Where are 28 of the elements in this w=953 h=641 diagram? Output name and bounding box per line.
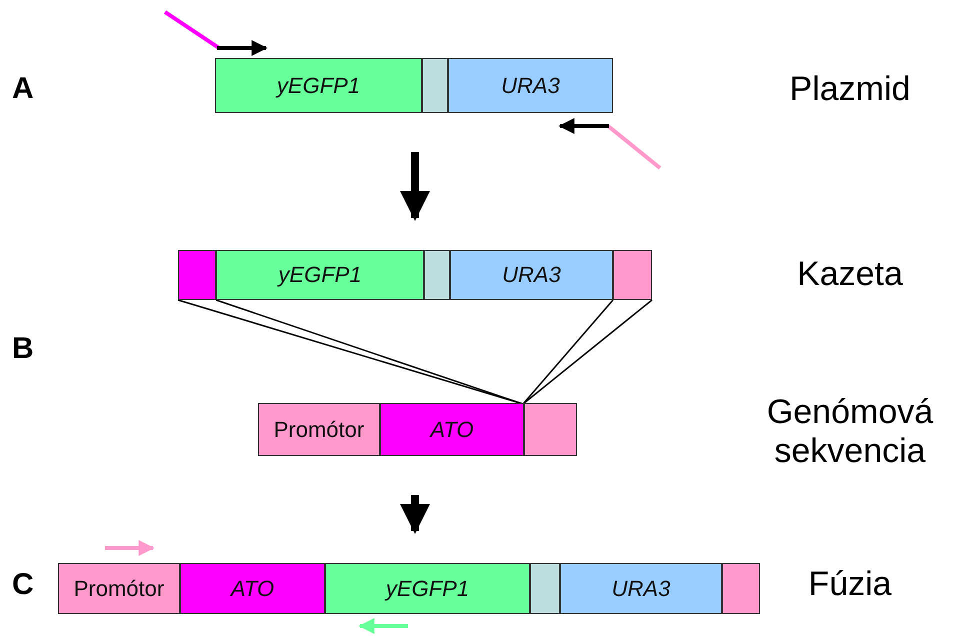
connector-line [522, 300, 614, 404]
segment-box [530, 563, 560, 614]
panel-letter: B [12, 332, 35, 366]
segment-box [422, 58, 448, 113]
row-caption: Plazmid [788, 70, 912, 110]
gene-segment: ATO [380, 403, 524, 456]
panel-letter: C [12, 568, 35, 602]
segment-box [613, 250, 652, 300]
row-caption: Kazeta [796, 255, 904, 294]
gene-segment: URA3 [450, 250, 613, 300]
gene-segment: Promótor [58, 563, 180, 614]
segment-box [424, 250, 450, 300]
gene-segment: URA3 [448, 58, 613, 113]
row-caption: Fúzia [807, 565, 893, 604]
gene-segment: ATO [180, 563, 325, 614]
gene-segment: URA3 [560, 563, 722, 614]
gene-segment: yEGFP1 [215, 58, 422, 113]
gene-segment: yEGFP1 [216, 250, 424, 300]
gene-segment: Promótor [258, 403, 380, 456]
arrow [400, 495, 430, 534]
segment-box [178, 250, 216, 300]
panel-letter: A [12, 72, 35, 106]
row-caption: Genómová sekvencia [766, 393, 934, 472]
gene-segment: yEGFP1 [325, 563, 530, 614]
arrow [400, 152, 430, 221]
connector-line [522, 299, 652, 405]
segment-box [722, 563, 760, 614]
segment-box [524, 403, 577, 456]
